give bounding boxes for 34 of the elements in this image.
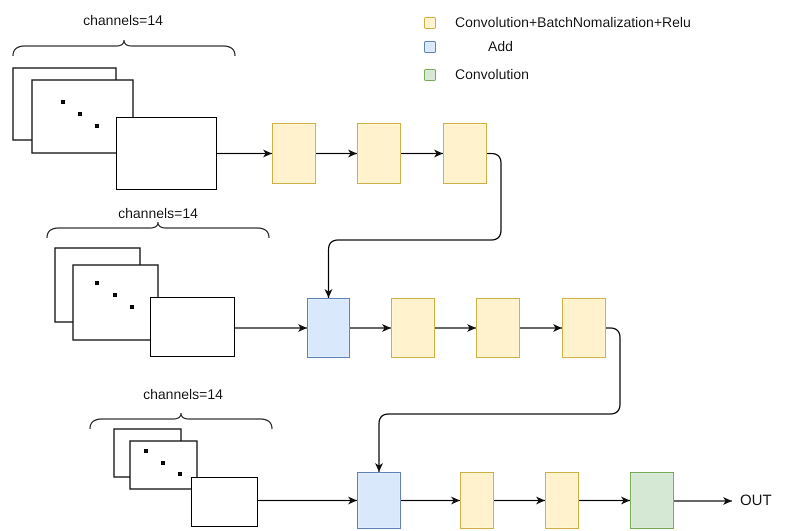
- arrow: [316, 150, 357, 158]
- arrow: [401, 150, 443, 158]
- arrow: [217, 150, 272, 158]
- layer-block: [476, 298, 520, 358]
- output-label: OUT: [732, 491, 784, 511]
- layer-block: [391, 298, 435, 358]
- arrow: [401, 496, 460, 504]
- arrow: [350, 324, 391, 332]
- arrow: [258, 496, 357, 504]
- layer-block: [307, 298, 350, 358]
- layer-block: [357, 123, 401, 184]
- arrow: [235, 324, 307, 332]
- feature-map: [191, 477, 258, 527]
- arrow: [324, 152, 502, 298]
- layer-block: [545, 472, 579, 529]
- arrow: [494, 496, 545, 504]
- channel-count-label: channels=14: [83, 12, 163, 28]
- channel-count-label: channels=14: [118, 205, 198, 221]
- layer-block: [562, 298, 606, 358]
- feature-map: [116, 117, 217, 190]
- layer-block: [272, 123, 316, 184]
- layer-block: [443, 123, 487, 184]
- arrow: [674, 497, 732, 505]
- arrow: [435, 324, 476, 332]
- feature-map: [150, 297, 235, 357]
- layer-block: [357, 472, 401, 529]
- legend-label: Convolution: [455, 66, 529, 82]
- channel-count-label: channels=14: [143, 386, 223, 402]
- arrow: [579, 496, 630, 504]
- legend-label: Convolution+BatchNomalization+Relu: [455, 14, 691, 30]
- legend-label: Add: [488, 38, 513, 54]
- arrow: [520, 324, 562, 332]
- layer-block: [460, 472, 494, 529]
- layer-block: [630, 472, 674, 529]
